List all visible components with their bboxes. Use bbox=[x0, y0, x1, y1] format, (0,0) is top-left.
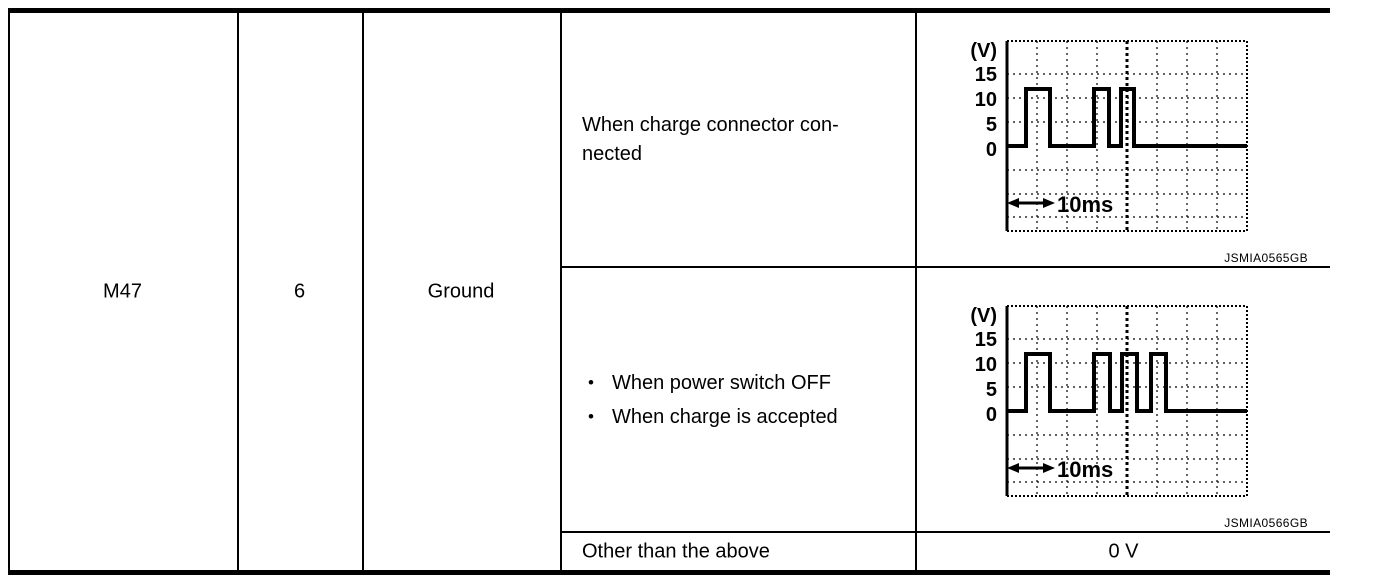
terminal-value-table: M47 6 Ground When charge connector con- … bbox=[8, 13, 1330, 570]
cell-connector: M47 bbox=[8, 13, 237, 570]
y-axis-unit-label-1: (V) bbox=[970, 40, 997, 62]
connector-value: M47 bbox=[103, 280, 142, 302]
terminal-value: 6 bbox=[293, 280, 306, 302]
table-bottom-rule bbox=[8, 570, 1330, 575]
cell-ground-reference: Ground bbox=[362, 13, 560, 570]
y-tick-5-2: 5 bbox=[986, 379, 997, 401]
waveform-svg-2: (V) 15 10 5 0 bbox=[970, 305, 1248, 497]
row-divider-2 bbox=[560, 531, 1330, 533]
grid-vertical-1 bbox=[1036, 41, 1218, 231]
y-tick-10-2: 10 bbox=[975, 354, 997, 376]
time-marker-label-2: 10ms bbox=[1057, 457, 1113, 482]
column-divider-ground-condition bbox=[560, 13, 562, 570]
table-border-left bbox=[8, 13, 10, 570]
column-divider-connector-terminal bbox=[237, 13, 239, 570]
condition-3-text: Other than the above bbox=[582, 540, 770, 562]
cell-terminal: 6 bbox=[237, 13, 362, 570]
figure-id-1: JSMIA0565GB bbox=[1224, 251, 1308, 265]
list-item: When power switch OFF bbox=[582, 366, 902, 400]
cell-condition-1: When charge connector con- nected bbox=[562, 13, 915, 266]
time-marker-label-1: 10ms bbox=[1057, 192, 1113, 217]
figure-id-2: JSMIA0566GB bbox=[1224, 516, 1308, 530]
waveform-svg-1: (V) 15 10 5 0 bbox=[970, 40, 1248, 232]
condition-1-line-1: When charge connector con- bbox=[582, 114, 839, 136]
y-tick-10-1: 10 bbox=[975, 89, 997, 111]
y-axis-unit-label-2: (V) bbox=[970, 305, 997, 327]
y-tick-15-2: 15 bbox=[975, 329, 997, 351]
y-tick-0-2: 0 bbox=[986, 404, 997, 426]
time-marker-1: 10ms bbox=[1007, 192, 1113, 217]
oscilloscope-figure-2: (V) 15 10 5 0 bbox=[963, 296, 1253, 521]
column-divider-condition-value bbox=[915, 13, 917, 570]
table-top-rule bbox=[8, 8, 1330, 13]
condition-1-line-2: nected bbox=[582, 143, 643, 165]
cell-condition-3: Other than the above bbox=[562, 533, 915, 570]
cell-condition-2: When power switch OFF When charge is acc… bbox=[562, 268, 915, 531]
y-tick-15-1: 15 bbox=[975, 64, 997, 86]
oscilloscope-figure-1: (V) 15 10 5 0 bbox=[963, 31, 1253, 256]
value-3-text: 0 V bbox=[1108, 540, 1139, 562]
condition-2-text: When power switch OFF When charge is acc… bbox=[582, 366, 902, 434]
row-divider-1 bbox=[560, 266, 1330, 268]
waveform-trace-2 bbox=[1007, 352, 1247, 413]
condition-2-bullet-list: When power switch OFF When charge is acc… bbox=[582, 366, 902, 434]
waveform-trace-1 bbox=[1007, 87, 1247, 148]
cell-value-3: 0 V bbox=[917, 533, 1330, 570]
cell-value-1: (V) 15 10 5 0 bbox=[917, 13, 1330, 266]
ground-reference-value: Ground bbox=[427, 280, 495, 302]
grid-vertical-2 bbox=[1036, 306, 1218, 496]
y-tick-5-1: 5 bbox=[986, 114, 997, 136]
column-divider-terminal-ground bbox=[362, 13, 364, 570]
list-item: When charge is accepted bbox=[582, 400, 902, 434]
condition-1-text: When charge connector con- nected bbox=[582, 111, 902, 169]
time-marker-2: 10ms bbox=[1007, 457, 1113, 482]
cell-value-2: (V) 15 10 5 0 bbox=[917, 268, 1330, 531]
y-tick-0-1: 0 bbox=[986, 139, 997, 161]
